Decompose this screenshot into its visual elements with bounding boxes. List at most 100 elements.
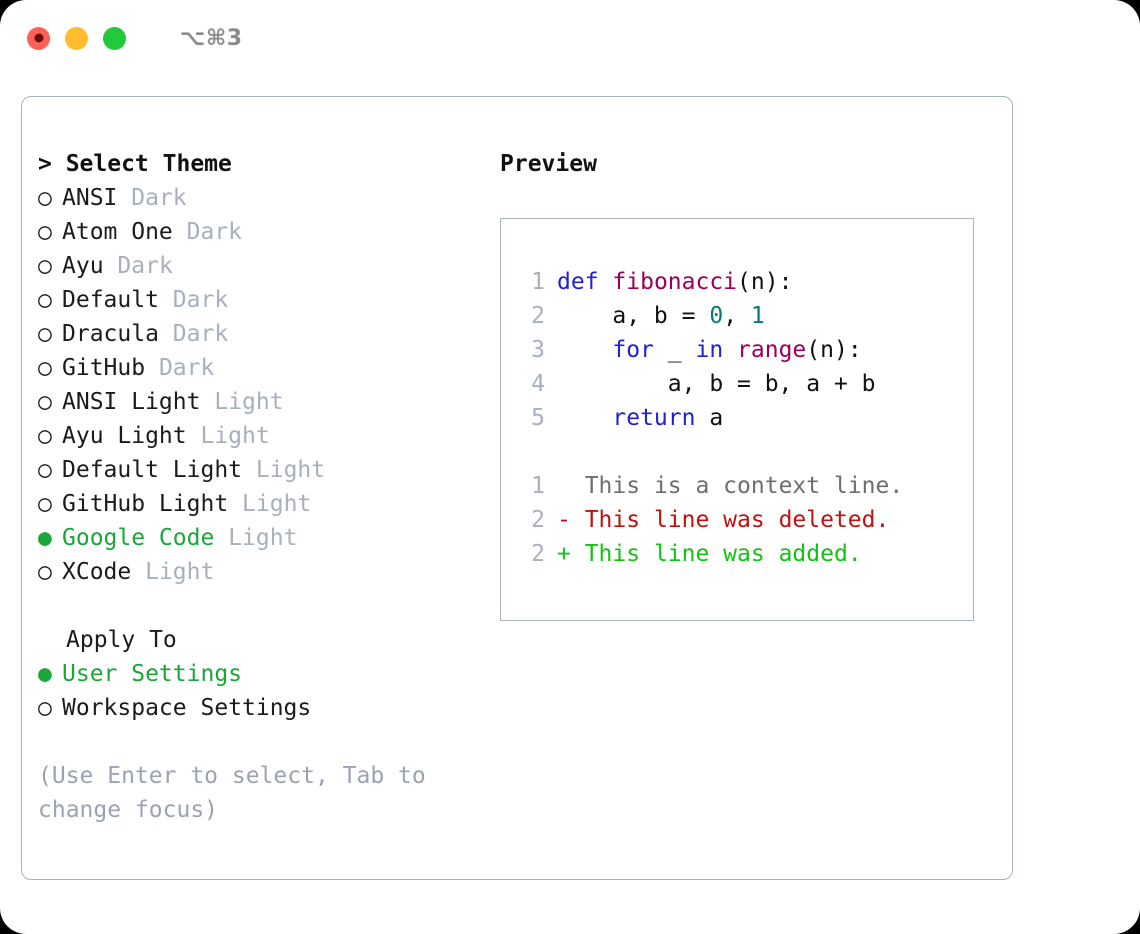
diff-text: This is a context line. [584, 473, 904, 499]
theme-option-ayu[interactable]: ○ Ayu Dark [38, 249, 488, 283]
diff-sample: 1 This is a context line.2- This line wa… [519, 469, 973, 571]
label-spacer [228, 487, 242, 521]
theme-name-label: ANSI [62, 185, 118, 211]
code-token [599, 269, 613, 295]
radio-unselected-icon: ○ [38, 219, 52, 245]
traffic-light-buttons [27, 26, 126, 50]
theme-variant-label: Light [228, 525, 298, 551]
code-diff-gap [519, 435, 973, 469]
select-theme-heading: > Select Theme [38, 151, 232, 177]
theme-option-default[interactable]: ○ Default Dark [38, 283, 488, 317]
code-token [557, 405, 612, 431]
code-token [557, 337, 612, 363]
radio-unselected-icon: ○ [38, 287, 52, 313]
minimize-button-icon[interactable] [65, 26, 88, 50]
theme-option-default-light[interactable]: ○ Default Light Light [38, 453, 488, 487]
radio-unselected-icon: ○ [38, 321, 52, 347]
code-token: a [695, 405, 724, 431]
theme-selector-pane: > Select Theme ○ANSI Dark○Atom One Dark○… [38, 147, 488, 827]
theme-name-label: XCode [62, 559, 132, 585]
code-token: def [557, 269, 599, 295]
radio-unselected-icon: ○ [38, 355, 52, 381]
label-spacer [200, 385, 214, 419]
apply-to-label: Workspace Settings [62, 695, 312, 721]
code-token: return [612, 405, 696, 431]
code-token: for [612, 337, 654, 363]
theme-name-label: Atom One [62, 219, 173, 245]
code-line: 2 a, b = 0, 1 [519, 299, 973, 333]
theme-name-label: Default Light [62, 457, 243, 483]
code-line: 4 a, b = b, a + b [519, 367, 973, 401]
theme-option-dracula[interactable]: ○Dracula Dark [38, 317, 488, 351]
line-number: 1 [531, 473, 545, 499]
theme-variant-label: Light [145, 559, 215, 585]
code-token: range [737, 337, 807, 363]
label-spacer [145, 351, 159, 385]
code-token: 0 [709, 303, 724, 329]
theme-name-label: Ayu Light [62, 423, 187, 449]
maximize-button-icon[interactable] [103, 26, 126, 50]
list-spacer [38, 589, 488, 623]
label-spacer [214, 521, 228, 555]
theme-option-github-light[interactable]: ○GitHub Light Light [38, 487, 488, 521]
radio-unselected-icon: ○ [38, 253, 52, 279]
theme-name-label: GitHub [62, 355, 146, 381]
theme-variant-label: Dark [172, 287, 229, 313]
label-spacer [242, 453, 256, 487]
theme-name-label: Default [62, 287, 159, 313]
theme-option-ansi[interactable]: ○ANSI Dark [38, 181, 488, 215]
label-spacer [117, 181, 131, 215]
diff-line-ctx: 1 This is a context line. [519, 469, 973, 503]
theme-variant-label: Dark [186, 219, 243, 245]
label-spacer [159, 317, 173, 351]
radio-unselected-icon: ○ [38, 695, 52, 721]
theme-name-label: Dracula [62, 321, 159, 347]
label-spacer [187, 419, 201, 453]
radio-unselected-icon: ○ [38, 457, 52, 483]
theme-list: ○ ANSI Dark ○ Atom One Dark ○ Ayu Dark ○ Defaul… [38, 181, 488, 589]
line-number: 1 [531, 269, 545, 295]
label-spacer [104, 249, 118, 283]
theme-name-label: Ayu [62, 253, 104, 279]
diff-marker: - [557, 507, 585, 533]
theme-variant-label: Dark [117, 253, 173, 279]
content-frame: > Select Theme ○ANSI Dark○Atom One Dark○… [21, 96, 1013, 880]
diff-marker: + [557, 541, 585, 567]
theme-option-ayu-light[interactable]: ○Ayu Light Light [38, 419, 488, 453]
theme-variant-label: Light [214, 389, 284, 415]
apply-to-heading: Apply To [66, 627, 177, 653]
theme-option-xcode[interactable]: ○XCode Light [38, 555, 488, 589]
theme-option-google-code[interactable]: ●Google Code Light [38, 521, 488, 555]
apply-to-option-user-settings[interactable]: ●User Settings [38, 657, 488, 691]
line-number: 3 [531, 337, 545, 363]
preview-heading: Preview [500, 151, 597, 177]
diff-marker [557, 473, 585, 499]
radio-unselected-icon: ○ [38, 185, 52, 211]
theme-name-label: GitHub Light [62, 491, 229, 517]
theme-variant-label: Dark [158, 355, 215, 381]
label-spacer [173, 215, 187, 249]
keyboard-hint-text: (Use Enter to select, Tab to change focu… [38, 763, 440, 823]
diff-line-add: 2+ This line was added. [519, 537, 973, 571]
radio-selected-icon: ● [38, 525, 52, 551]
radio-unselected-icon: ○ [38, 491, 52, 517]
code-token: (n): [806, 337, 862, 363]
theme-variant-label: Light [255, 457, 326, 483]
close-button-icon[interactable] [27, 26, 50, 50]
theme-option-ansi-light[interactable]: ○ ANSI Light Light [38, 385, 488, 419]
theme-name-label: ANSI Light [62, 389, 201, 415]
code-token: a, b = b, a + b [557, 371, 876, 397]
radio-unselected-icon: ○ [38, 389, 52, 415]
radio-unselected-icon: ○ [38, 423, 52, 449]
code-token: , [723, 303, 751, 329]
line-number: 2 [531, 507, 545, 533]
apply-to-option-workspace-settings[interactable]: ○ Workspace Settings [38, 691, 488, 725]
theme-option-github[interactable]: ○ GitHub Dark [38, 351, 488, 385]
apply-to-label: User Settings [62, 661, 243, 687]
theme-option-atom-one[interactable]: ○ Atom One Dark [38, 215, 488, 249]
